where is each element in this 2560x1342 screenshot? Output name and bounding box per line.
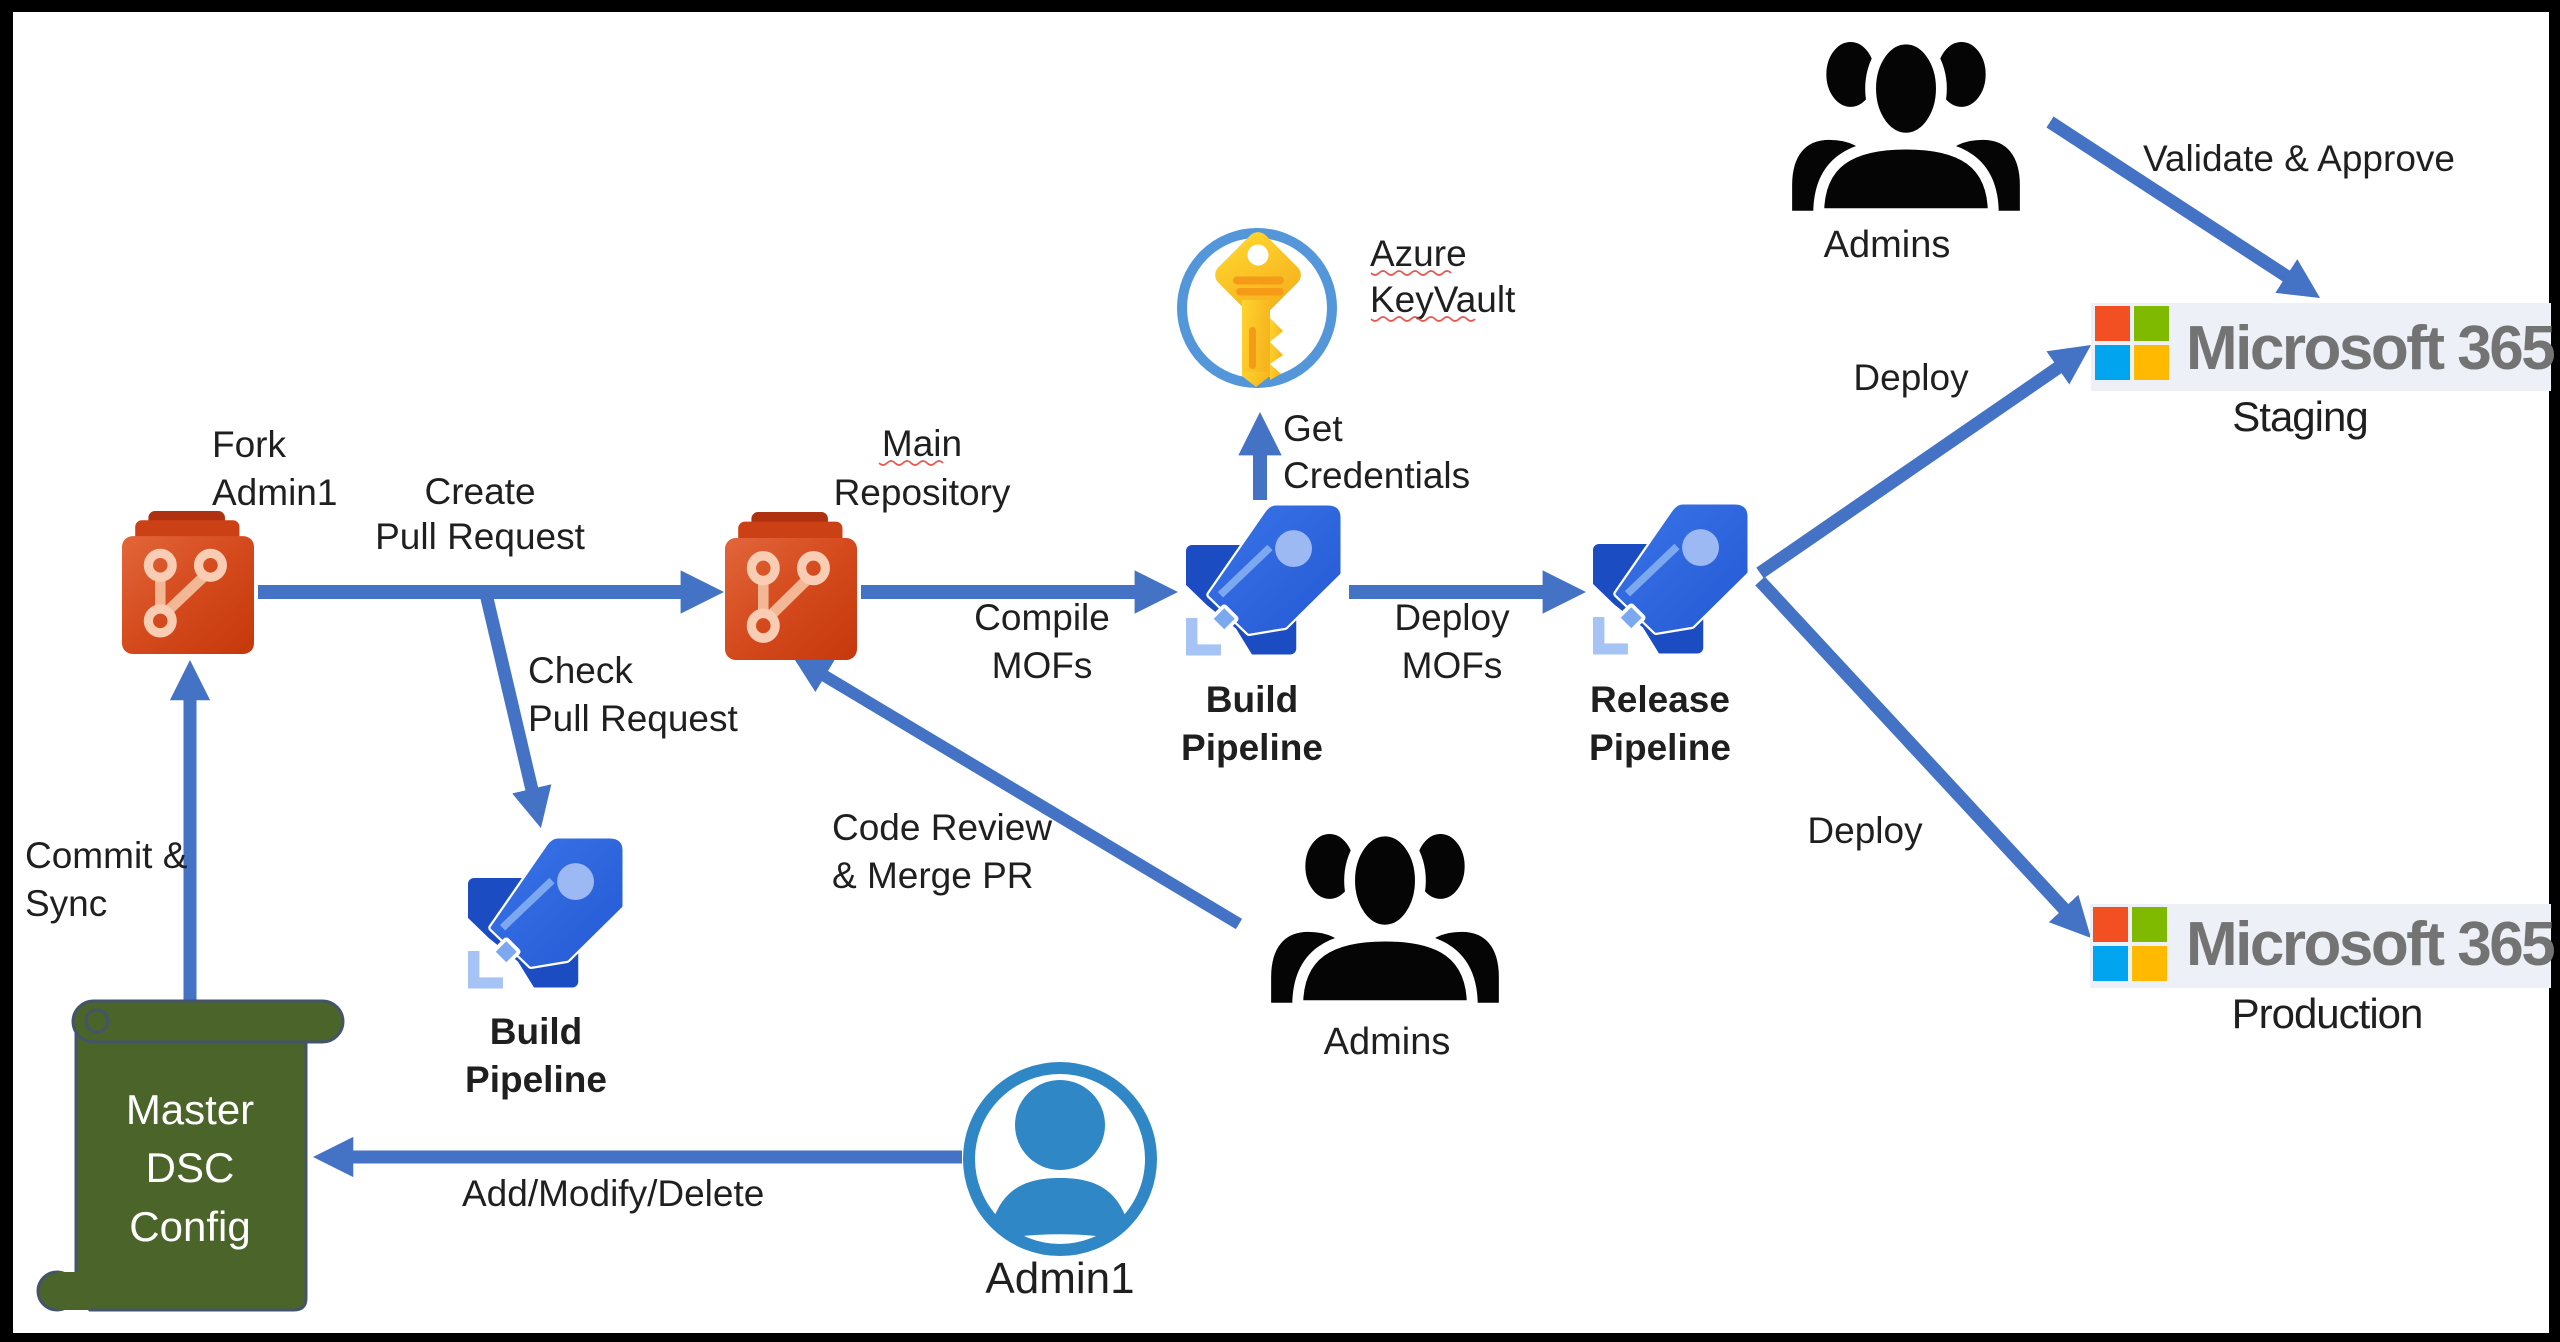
svg-text:Main: Main bbox=[882, 423, 962, 464]
svg-text:Pipeline: Pipeline bbox=[1181, 727, 1323, 768]
svg-text:KeyVault: KeyVault bbox=[1370, 279, 1516, 320]
svg-text:DSC: DSC bbox=[146, 1144, 235, 1191]
svg-text:Create: Create bbox=[424, 471, 535, 512]
svg-text:Check: Check bbox=[528, 650, 633, 691]
svg-text:Repository: Repository bbox=[834, 472, 1011, 513]
svg-text:Fork: Fork bbox=[212, 424, 287, 465]
svg-text:Pipeline: Pipeline bbox=[465, 1059, 607, 1100]
svg-text:Deploy: Deploy bbox=[1807, 810, 1923, 851]
svg-text:Deploy: Deploy bbox=[1394, 597, 1510, 638]
svg-text:Staging: Staging bbox=[2232, 393, 2367, 440]
svg-text:& Merge PR: & Merge PR bbox=[832, 855, 1034, 896]
svg-text:Validate & Approve: Validate & Approve bbox=[2143, 138, 2455, 179]
svg-text:Pull Request: Pull Request bbox=[528, 698, 739, 739]
svg-text:Build: Build bbox=[490, 1011, 582, 1052]
svg-text:Production: Production bbox=[2232, 990, 2423, 1037]
svg-text:Admins: Admins bbox=[1324, 1021, 1451, 1063]
svg-text:Sync: Sync bbox=[25, 883, 107, 924]
svg-text:Microsoft 365: Microsoft 365 bbox=[2186, 910, 2554, 979]
svg-text:Commit &: Commit & bbox=[25, 835, 188, 876]
svg-text:Azure: Azure bbox=[1370, 233, 1467, 274]
svg-text:Release: Release bbox=[1590, 679, 1730, 720]
svg-text:Deploy: Deploy bbox=[1853, 357, 1969, 398]
svg-text:Credentials: Credentials bbox=[1283, 455, 1470, 496]
svg-text:MOFs: MOFs bbox=[1402, 645, 1503, 686]
svg-text:Pipeline: Pipeline bbox=[1589, 727, 1731, 768]
svg-text:Build: Build bbox=[1206, 679, 1298, 720]
svg-text:Config: Config bbox=[129, 1203, 250, 1250]
svg-text:Admin1: Admin1 bbox=[212, 472, 337, 513]
svg-text:MOFs: MOFs bbox=[992, 645, 1093, 686]
svg-text:Admin1: Admin1 bbox=[985, 1254, 1134, 1303]
svg-text:Microsoft 365: Microsoft 365 bbox=[2186, 314, 2554, 383]
svg-text:Master: Master bbox=[126, 1086, 254, 1133]
svg-text:Admins: Admins bbox=[1824, 224, 1951, 266]
svg-text:Compile: Compile bbox=[974, 597, 1110, 638]
svg-text:Get: Get bbox=[1283, 408, 1343, 449]
svg-text:Pull Request: Pull Request bbox=[375, 516, 586, 557]
svg-text:Code Review: Code Review bbox=[832, 807, 1052, 848]
svg-text:Add/Modify/Delete: Add/Modify/Delete bbox=[462, 1173, 764, 1214]
